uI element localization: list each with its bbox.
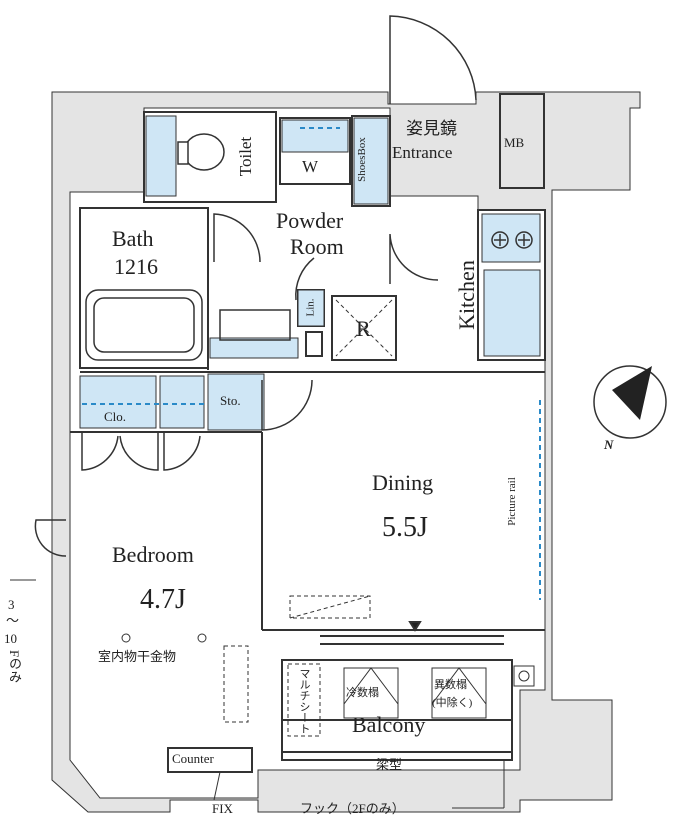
floor-note-3: 10 xyxy=(4,631,17,646)
bath-size-label: 1216 xyxy=(114,254,158,279)
fix-label: FIX xyxy=(212,801,233,816)
stove xyxy=(491,231,533,249)
bathtub xyxy=(85,289,203,361)
bedroom-size-label: 4.7J xyxy=(140,584,186,615)
floor-note-4: Fのみ xyxy=(7,650,22,684)
balcony-units xyxy=(287,663,535,737)
powder-room-label-1: Powder xyxy=(276,208,344,233)
heat-unit-note-label: (中除く) xyxy=(432,697,473,709)
cold-unit-label: 冷数榻 xyxy=(346,687,379,699)
toilet-fixture xyxy=(177,133,225,171)
multi-sheet-label: マルチシート xyxy=(298,668,310,734)
bedroom-dashed xyxy=(121,595,371,723)
hook-note-label: フック（2Fのみ） xyxy=(300,801,405,816)
compass-n-label: N xyxy=(604,437,614,452)
heat-unit-label: 異数榻 xyxy=(434,679,467,691)
counter-label: Counter xyxy=(172,751,214,766)
exterior-wall xyxy=(51,91,641,813)
entrance-jp-label: 姿見鏡 xyxy=(406,119,457,138)
balcony-label: Balcony xyxy=(352,712,426,737)
leader-lines xyxy=(10,579,505,809)
beam-label: 梁型 xyxy=(376,757,403,772)
linen-label: Lin. xyxy=(304,298,317,317)
bedroom-label: Bedroom xyxy=(112,542,194,567)
door-swings xyxy=(34,15,477,557)
compass-icon xyxy=(593,365,667,439)
floor-note-1: 3 xyxy=(8,597,15,612)
entrance-label: Entrance xyxy=(392,143,453,162)
drying-hardware-label: 室内物干金物 xyxy=(98,649,177,664)
storage-label: Sto. xyxy=(220,393,241,408)
powder-room-label-2: Room xyxy=(290,234,344,259)
bath-label: Bath xyxy=(112,226,154,251)
dining-size-label: 5.5J xyxy=(382,512,428,543)
toilet-label: Toilet xyxy=(236,136,256,177)
vanity xyxy=(219,309,291,341)
balcony-sash xyxy=(320,621,504,645)
floor-note-2: 〜 xyxy=(6,613,20,628)
refrigerator-space xyxy=(335,299,393,357)
mb-label: MB xyxy=(504,135,525,150)
interior-walls xyxy=(70,93,546,773)
kitchen-label: Kitchen xyxy=(453,260,479,330)
closet-label: Clo. xyxy=(104,409,127,424)
dining-label: Dining xyxy=(372,470,434,495)
shoesbox-label: ShoesBox xyxy=(355,137,368,182)
washer-label: W xyxy=(302,157,319,176)
dashed-lines xyxy=(82,127,541,600)
refrigerator-label: R xyxy=(356,316,371,341)
picture-rail-label: Picture rail xyxy=(505,477,518,526)
fixtures xyxy=(79,115,541,431)
